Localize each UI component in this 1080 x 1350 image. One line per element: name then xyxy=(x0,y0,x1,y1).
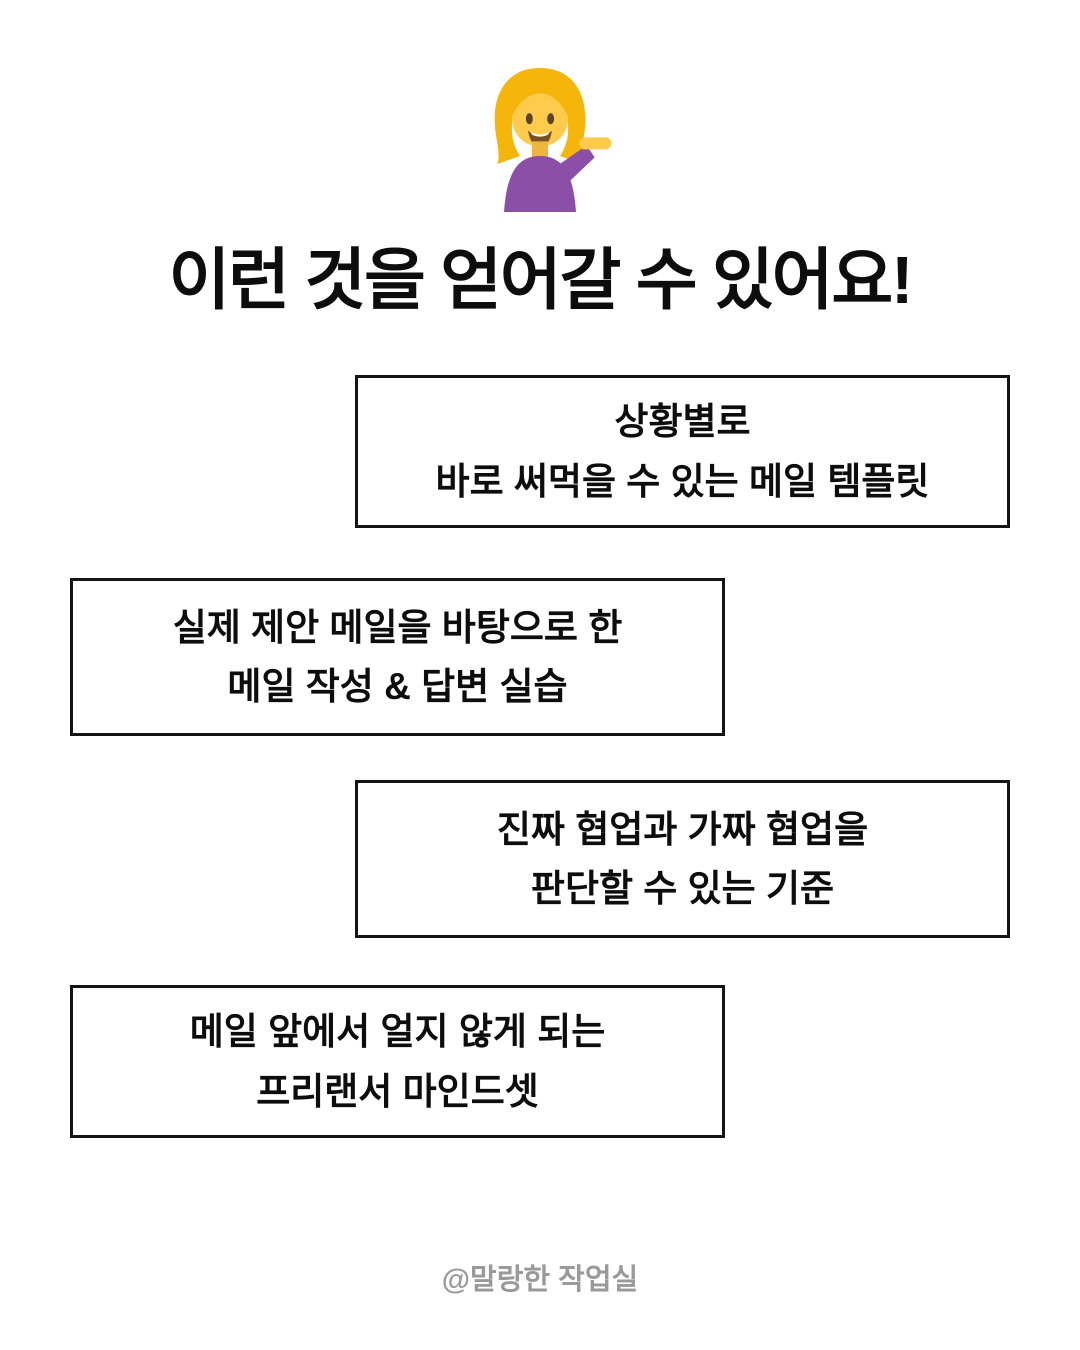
benefit-box-text: 상황별로 바로 써먹을 수 있는 메일 템플릿 xyxy=(435,401,930,502)
benefit-box-criteria: 진짜 협업과 가짜 협업을 판단할 수 있는 기준 xyxy=(355,780,1010,938)
benefit-box-mindset: 메일 앞에서 얼지 않게 되는 프리랜서 마인드셋 xyxy=(70,985,725,1138)
credit-handle: @말랑한 작업실 xyxy=(441,1264,639,1296)
person-tipping-hand-icon xyxy=(460,60,620,220)
benefit-box-text: 메일 앞에서 얼지 않게 되는 프리랜서 마인드셋 xyxy=(189,1011,606,1112)
page-title: 이런 것을 얻어갈 수 있어요! xyxy=(168,243,914,318)
benefit-box-text: 실제 제안 메일을 바탕으로 한 메일 작성 & 답변 실습 xyxy=(172,606,623,707)
benefit-box-templates: 상황별로 바로 써먹을 수 있는 메일 템플릿 xyxy=(355,375,1010,528)
benefit-box-text: 진짜 협업과 가짜 협업을 판단할 수 있는 기준 xyxy=(496,808,869,909)
benefit-box-practice: 실제 제안 메일을 바탕으로 한 메일 작성 & 답변 실습 xyxy=(70,578,725,736)
